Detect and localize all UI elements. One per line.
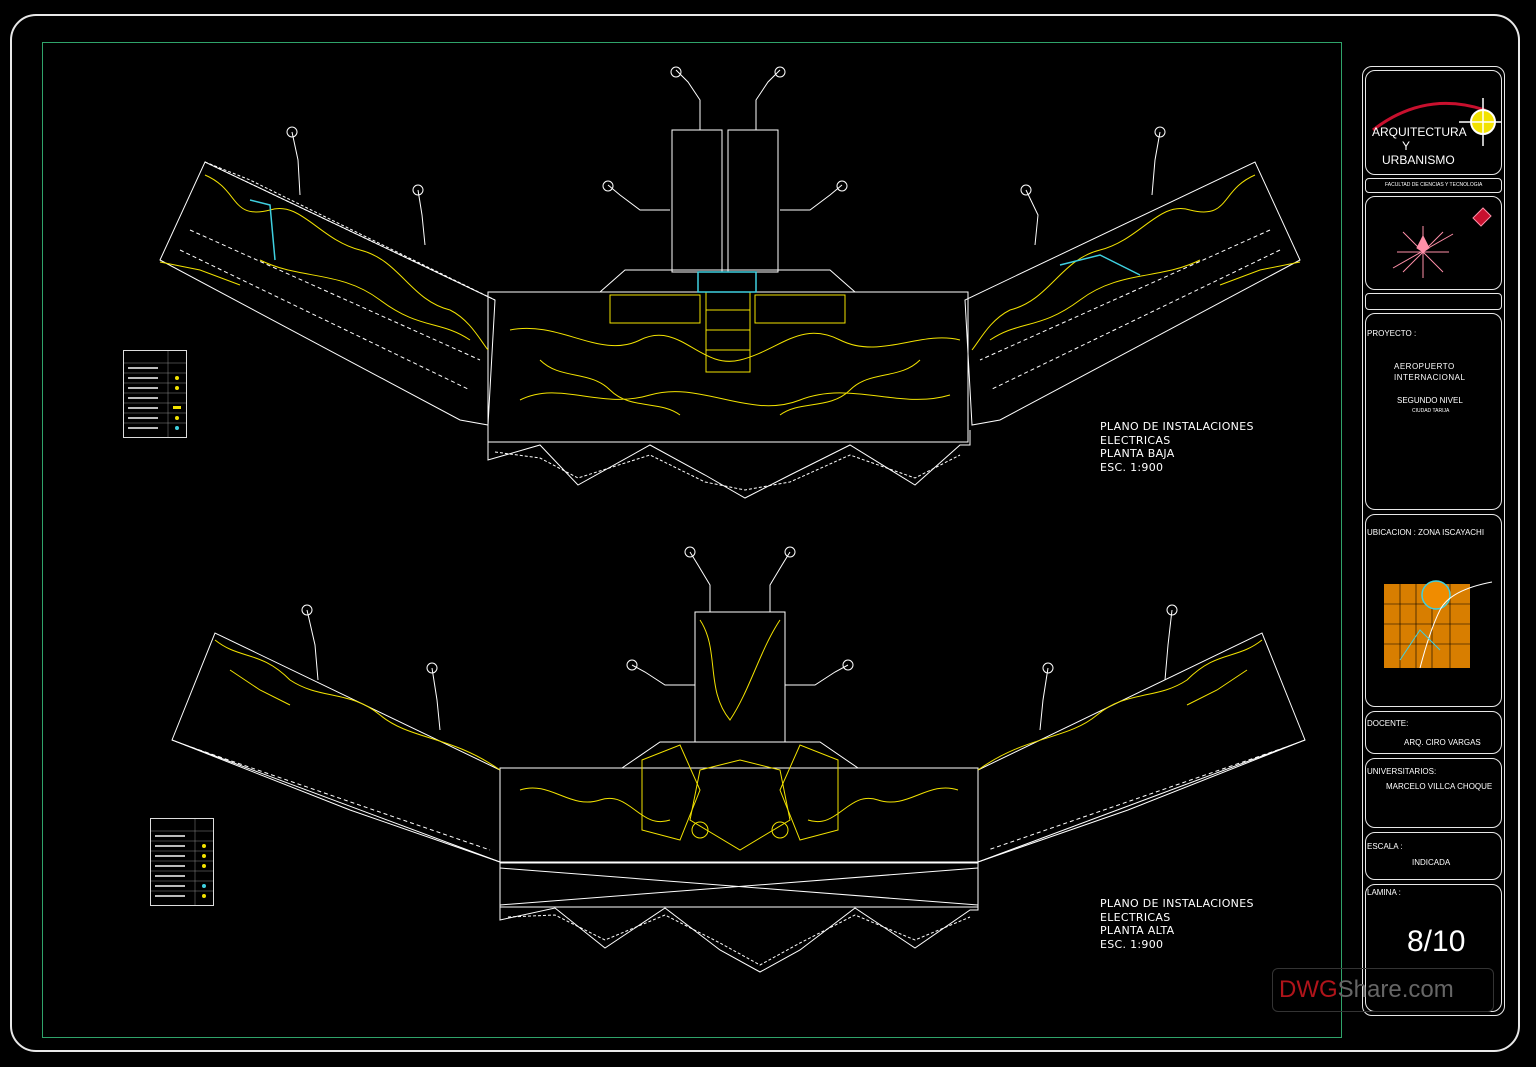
university-logo-icon bbox=[1372, 98, 1501, 146]
logo-cell bbox=[1365, 70, 1502, 175]
title-block-border bbox=[1362, 66, 1505, 1016]
escala-label: ESCALA : bbox=[1367, 842, 1403, 851]
north-arrow-icon bbox=[1392, 207, 1492, 278]
project-cell bbox=[1365, 313, 1502, 510]
logo-line-1: ARQUITECTURA bbox=[1372, 125, 1467, 139]
lamina-label: LAMINA : bbox=[1367, 888, 1401, 897]
plan-title-line: ESC. 1:900 bbox=[1100, 460, 1164, 474]
drawing-viewport-border bbox=[42, 42, 1342, 1038]
plan-title-line: ELECTRICAS bbox=[1100, 433, 1171, 447]
plan-title-planta-alta: PLANO DE INSTALACIONES ELECTRICAS PLANTA… bbox=[1100, 897, 1254, 951]
universitarios-cell bbox=[1365, 758, 1502, 828]
proyecto-line-1: AEROPUERTO bbox=[1394, 362, 1455, 371]
planta-alta-electrical bbox=[214, 619, 1263, 851]
planta-baja-plan bbox=[159, 66, 1301, 499]
plan-title-planta-baja: PLANO DE INSTALACIONES ELECTRICAS PLANTA… bbox=[1100, 420, 1254, 474]
logo-line-2: Y bbox=[1402, 139, 1411, 153]
universitarios-label: UNIVERSITARIOS: bbox=[1367, 767, 1437, 776]
faculty-cell bbox=[1365, 178, 1502, 193]
lamina-number: 8/10 bbox=[1407, 925, 1466, 958]
planta-baja-electrical bbox=[159, 174, 1301, 416]
proyecto-line-3: SEGUNDO NIVEL bbox=[1397, 396, 1463, 405]
docente-cell bbox=[1365, 711, 1502, 754]
plan-title-line: PLANO DE INSTALACIONES bbox=[1100, 897, 1254, 910]
docente-label: DOCENTE: bbox=[1367, 719, 1409, 728]
sheet-border bbox=[10, 14, 1520, 1052]
logo-text: ARQUITECTURA Y URBANISMO bbox=[1372, 125, 1467, 167]
proyecto-label: PROYECTO : bbox=[1367, 329, 1417, 338]
legend-planta-alta bbox=[150, 818, 214, 906]
plan-title-line: PLANTA BAJA bbox=[1100, 447, 1175, 460]
legend-rows-icon bbox=[124, 351, 186, 437]
ubicacion-cell bbox=[1365, 514, 1502, 707]
proyecto-line-4: CIUDAD TARIJA bbox=[1412, 408, 1450, 414]
plan-title-line: ESC. 1:900 bbox=[1100, 937, 1164, 951]
escala-cell bbox=[1365, 832, 1502, 880]
dwgshare-watermark: DWGShare.com bbox=[1272, 968, 1494, 1012]
proyecto-line-2: INTERNACIONAL bbox=[1394, 373, 1466, 382]
legend-rows-icon bbox=[151, 819, 213, 905]
logo-line-3: URBANISMO bbox=[1382, 153, 1455, 167]
north-arrow-cell bbox=[1365, 196, 1502, 290]
plan-title-line: PLANTA ALTA bbox=[1100, 924, 1175, 937]
location-map-icon bbox=[1384, 580, 1493, 669]
plan-title-line: PLANO DE INSTALACIONES bbox=[1100, 420, 1254, 433]
plan-title-line: ELECTRICAS bbox=[1100, 910, 1171, 924]
legend-planta-baja bbox=[123, 350, 187, 438]
faculty-text: FACULTAD DE CIENCIAS Y TECNOLOGIA bbox=[1385, 182, 1483, 188]
ubicacion-label: UBICACION : ZONA ISCAYACHI bbox=[1367, 528, 1485, 537]
escala-value: INDICADA bbox=[1412, 858, 1451, 867]
spacer-cell bbox=[1365, 293, 1502, 310]
docente-value: ARQ. CIRO VARGAS bbox=[1404, 738, 1481, 747]
universitarios-value: MARCELO VILLCA CHOQUE bbox=[1386, 782, 1493, 791]
watermark-part-1: DWG bbox=[1279, 976, 1338, 1003]
watermark-part-2: Share.com bbox=[1337, 976, 1454, 1003]
planta-baja-cyan bbox=[249, 199, 1141, 293]
planta-alta-plan bbox=[171, 546, 1306, 973]
